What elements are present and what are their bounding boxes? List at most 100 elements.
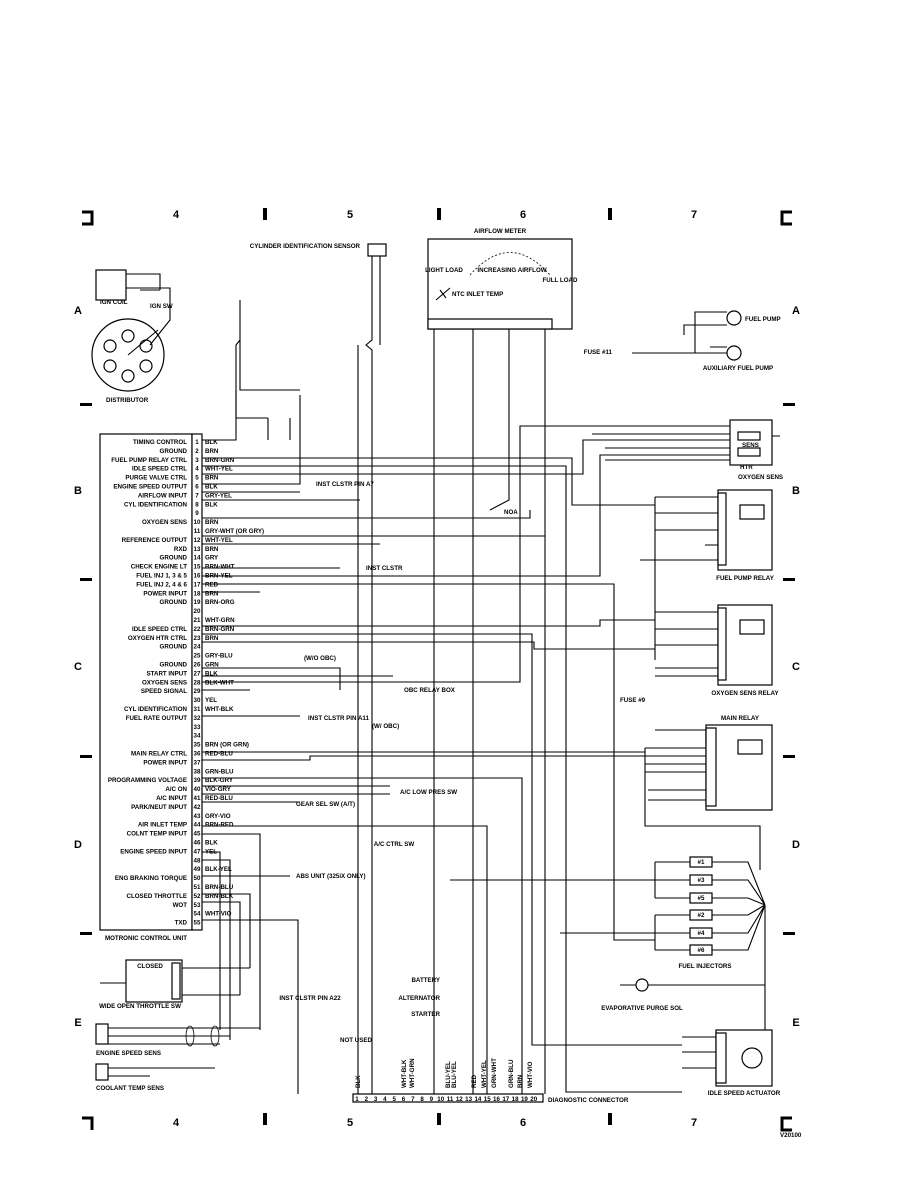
main-relay-label: MAIN RELAY: [721, 715, 760, 722]
diag-pin-number: 14: [474, 1096, 481, 1103]
ecu-pin-number: 10: [194, 519, 201, 526]
ecu-pin-number: 24: [194, 644, 201, 651]
grid-column-top: 7: [691, 209, 697, 221]
ecu-pin-label: PURGE VALVE CTRL: [125, 475, 187, 482]
noa-label: NOA: [504, 509, 518, 516]
ecu-pin-number: 9: [195, 510, 199, 517]
battery-label: BATTERY: [411, 977, 440, 984]
ecu-pin-number: 29: [194, 688, 201, 695]
inst-clstr-a22-label: INST CLSTR PIN A22: [279, 995, 341, 1002]
fuel-pumps: [632, 310, 742, 361]
main-relay: [644, 724, 773, 870]
ecu-pin-label: CHECK ENGINE LT: [131, 564, 187, 571]
ecu-pin-wire: WHT-VIO: [205, 911, 232, 918]
grid-row-right: D: [792, 839, 800, 851]
grid-row-left: E: [74, 1017, 81, 1029]
ecu-pin-label: ENGINE SPEED OUTPUT: [113, 484, 187, 491]
ecu-pin-label: START INPUT: [147, 670, 188, 677]
ecu-pin-number: 35: [194, 742, 201, 749]
ecu-pin-number: 54: [194, 911, 201, 918]
wo-obc-label: (W/O OBC): [304, 655, 336, 662]
grid-row-left: A: [74, 305, 82, 317]
ecu-pin-number: 15: [194, 564, 201, 571]
injector-box: [689, 892, 713, 904]
ecu-pin-number: 38: [194, 768, 201, 775]
ntc-label: NTC INLET TEMP: [452, 291, 503, 298]
ecu-pin-number: 11: [194, 528, 201, 535]
ecu-pin-wire: BRN-GRN: [205, 457, 235, 464]
grid-row-right: B: [792, 485, 800, 497]
ecu-pin-number: 28: [194, 679, 201, 686]
diag-wire: BLU-YEL: [445, 1061, 452, 1088]
ecu-pin-wire: RED: [205, 581, 219, 588]
fuse9-label: FUSE #9: [620, 697, 646, 704]
distributor-label: DISTRIBUTOR: [106, 397, 149, 404]
ecu-pin-number: 36: [194, 751, 201, 758]
ecu-pin-number: 45: [194, 831, 201, 838]
ecu-pin-number: 18: [194, 590, 201, 597]
ecu-pin-wire: WHT-GRN: [205, 617, 235, 624]
fuel-injectors-label: FUEL INJECTORS: [678, 963, 731, 970]
ign-coil-label: IGN COIL: [100, 299, 128, 306]
ecu-pin-label: WOT: [173, 902, 188, 909]
idle-speed-actuator: [682, 1029, 773, 1087]
ecu-pin-number: 23: [194, 635, 201, 642]
diag-wire: WHT-BLK: [401, 1059, 408, 1088]
gear-sel-label: GEAR SEL SW (A/T): [296, 801, 355, 808]
not-used-label: NOT USED: [340, 1037, 373, 1044]
ecu-pin-wire: RED-BLU: [205, 795, 233, 802]
fuel-pump-label: FUEL PUMP: [745, 316, 781, 323]
diag-pin-number: 17: [502, 1096, 509, 1103]
diag-wire: BLU-YEL: [451, 1061, 458, 1088]
ecu-pin-label: PARK/NEUT INPUT: [131, 804, 187, 811]
airflow-meter-label: AIRFLOW METER: [474, 228, 527, 235]
ecu-pin-number: 1: [195, 439, 199, 446]
ecu-pin-label: CLOSED THROTTLE: [127, 893, 188, 900]
ecu-pin-number: 7: [195, 492, 199, 499]
ecu-pin-number: 51: [194, 884, 201, 891]
ecu-pin-label: GROUND: [160, 448, 188, 455]
ecu-pin-label: POWER INPUT: [143, 590, 187, 597]
motronic-label: MOTRONIC CONTROL UNIT: [105, 935, 187, 942]
ecu-pin-number: 42: [194, 804, 201, 811]
ecu-pin-label: A/C ON: [165, 786, 187, 793]
airflow-meter: [427, 238, 573, 1094]
ecu-pin-wire: BLK-GRY: [205, 777, 234, 784]
ecu-pin-wire: BLK-YEL: [205, 866, 232, 873]
injector-number: #6: [698, 947, 705, 954]
ecu-pin-wire: YEL: [205, 697, 217, 704]
oxygen-sens-relay: [655, 604, 773, 686]
ecu-pin-number: 44: [194, 822, 201, 829]
injector-number: #4: [698, 930, 705, 937]
diag-pin-number: 6: [402, 1096, 406, 1103]
ecu-pin-number: 14: [194, 555, 201, 562]
ecu-pin-label: GROUND: [160, 599, 188, 606]
full-load-label: FULL LOAD: [543, 277, 578, 284]
ecu-pin-number: 34: [194, 733, 201, 740]
ecu-pin-number: 52: [194, 893, 201, 900]
ecu-pin-label: RXD: [174, 546, 188, 553]
engine-speed-sens-label: ENGINE SPEED SENS: [96, 1050, 161, 1057]
ecu-pin-wire: WHT-YEL: [205, 537, 233, 544]
ecu-pin-wire: BRN (OR GRN): [205, 742, 249, 749]
ecu-pin-number: 40: [194, 786, 201, 793]
htr-label: HTR: [740, 464, 753, 471]
grid-row-left: C: [74, 661, 82, 673]
coolant-temp-sens: [95, 1063, 215, 1081]
diag-pin-number: 5: [392, 1096, 396, 1103]
ecu-pin-label: IDLE SPEED CTRL: [132, 466, 187, 473]
diagnostic-connector: [352, 1093, 544, 1103]
ecu-pin-label: GROUND: [160, 644, 188, 651]
coolant-temp-sens-label: COOLANT TEMP SENS: [96, 1085, 164, 1092]
diag-pin-number: 20: [530, 1096, 537, 1103]
cylinder-id-sensor: [357, 243, 387, 1094]
oxygen-sens-top-label: SENS: [742, 442, 759, 449]
ecu-pin-wire: BLK: [205, 840, 218, 847]
ecu-pin-number: 19: [194, 599, 201, 606]
ecu-pin-number: 39: [194, 777, 201, 784]
ecu-pin-number: 22: [194, 626, 201, 633]
injector-boxes: #1#3#5#2#4#6: [689, 856, 713, 956]
diag-pin-number: 8: [420, 1096, 424, 1103]
evap-purge-sol: [620, 978, 765, 992]
ecu-pin-wire: GRY-WHT (OR GRY): [205, 528, 264, 535]
